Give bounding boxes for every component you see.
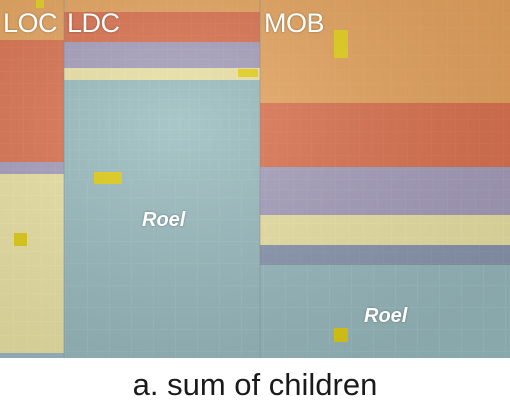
roel-label-mob: Roel (364, 305, 408, 327)
mob-label: MOB (264, 8, 325, 38)
ldc-label: LDC (67, 8, 120, 38)
roel-label-ldc: Roel (142, 209, 186, 231)
loc-label: LOC (3, 8, 58, 38)
treemap (0, 0, 510, 358)
figure-caption: a. sum of children (132, 367, 378, 402)
treemap-shading (0, 0, 510, 358)
